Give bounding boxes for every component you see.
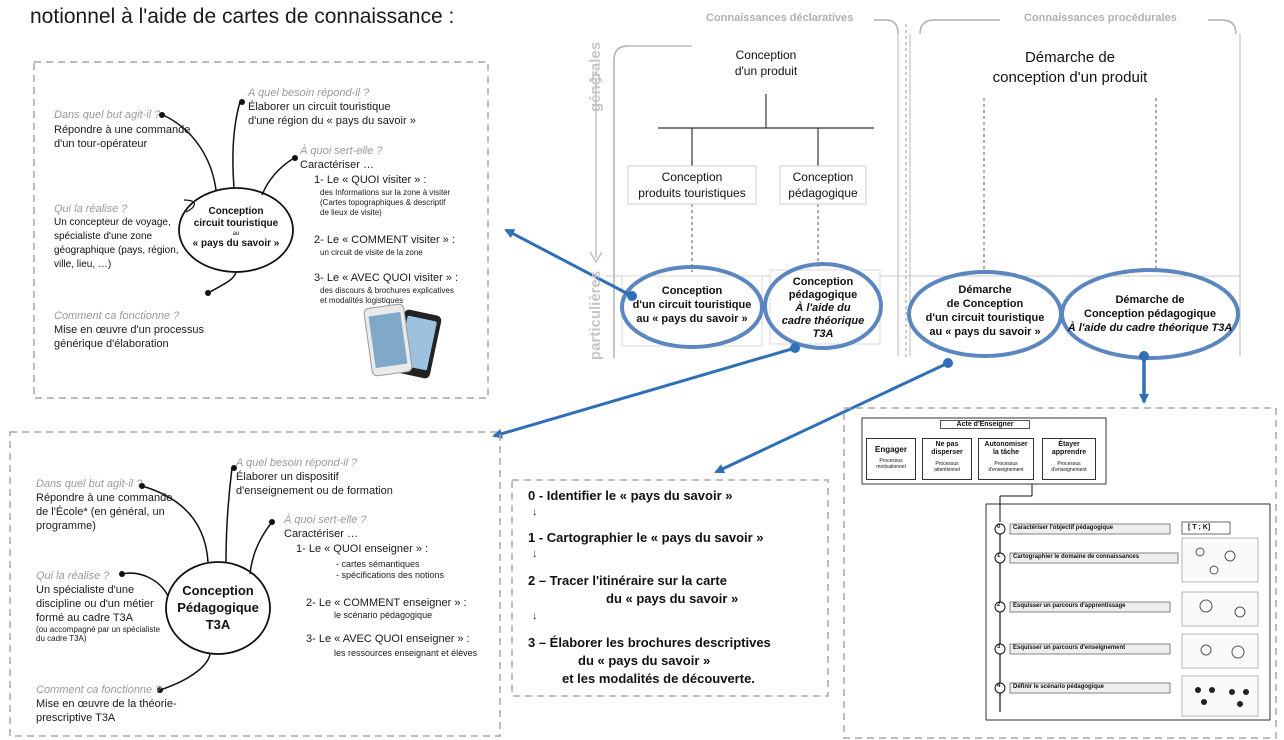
map2-center <box>165 561 271 655</box>
header-procedural: Connaissances procédurales <box>1024 12 1177 24</box>
map1-s2-desc: un circuit de visite de la zone <box>320 248 423 257</box>
map1-s1: 1- Le « QUOI visiter » : <box>314 174 427 186</box>
step-2b: du « pays du savoir » <box>606 591 739 606</box>
map2-a-use: Caractériser … <box>284 528 358 540</box>
t3a-step-1: Cartographier le domaine de connaissance… <box>1013 554 1140 560</box>
map2-s1-desc: - cartes sémantiques- spécifications des… <box>336 559 445 580</box>
t3a-step-num-4: 4 <box>997 683 1001 689</box>
t3a-step-num-0: 0 <box>997 524 1001 530</box>
step-arrow-1: ↓ <box>532 548 538 560</box>
step-2: 2 – Tracer l'itinéraire sur la carte <box>528 573 727 588</box>
bracket-declarative <box>613 45 629 358</box>
t3a-step-2: Esquisser un parcours d'apprentissage <box>1013 603 1126 609</box>
t3a-box-scaffold: Étayer apprendre Processus d'enseignemen… <box>1042 438 1096 480</box>
t3a-step-num-1: 1 <box>997 553 1001 559</box>
header-declarative: Connaissances déclaratives <box>706 12 854 24</box>
map2-q-goal: Dans quel but agit-il ? <box>36 478 143 490</box>
step-arrow-0: ↓ <box>532 506 538 518</box>
map1-q-need: A quel besoin répond-il ? <box>248 87 370 99</box>
intro-text: notionnel à l'aide de cartes de connaiss… <box>30 5 455 28</box>
map1-q-use: À quoi sert-elle ? <box>300 145 383 157</box>
t3a-tk: [ T ; K] <box>1188 524 1211 531</box>
map2-q-need: A quel besoin répond-il ? <box>236 457 358 469</box>
t3a-box-autonomy: Autonomiser la tâche Processus d'enseign… <box>978 438 1034 480</box>
map2-q-who: Qui la réalise ? <box>36 570 110 582</box>
map2-s2: 2- Le « COMMENT enseigner » : <box>306 597 467 609</box>
map2-s3-desc: les ressources enseignant et élèves <box>334 648 478 658</box>
step-1: 1 - Cartographier le « pays du savoir » <box>528 530 764 545</box>
map1-s1-desc: des Informations sur la zone à visiter(C… <box>320 188 451 217</box>
map1-q-goal: Dans quel but agit-il ? <box>54 109 161 121</box>
map1-a-use: Caractériser … <box>300 159 374 171</box>
step-0: 0 - Identifier le « pays du savoir » <box>528 488 733 503</box>
step-3b: du « pays du savoir » <box>578 653 711 668</box>
map1-q-how: Comment ca fonctionne ? <box>54 310 180 322</box>
map2-q-use: À quoi sert-elle ? <box>284 514 367 526</box>
map1-a-who: Un concepteur de voyage,spécialiste d'un… <box>54 217 179 270</box>
map1-q-who: Qui la réalise ? <box>54 203 128 215</box>
t3a-title: Acte d'Enseigner <box>940 420 1030 429</box>
map2-s2-desc: le scénario pédagogique <box>334 610 433 620</box>
axis-label-particular: particulières <box>587 270 604 360</box>
map1-s3: 3- Le « AVEC QUOI visiter » : <box>314 272 459 284</box>
map2-q-how: Comment ca fonctionne ? <box>36 684 162 696</box>
axis-label-general: générales <box>587 41 604 112</box>
ellipse-proc-right <box>1060 268 1240 360</box>
t3a-step-num-2: 2 <box>997 602 1001 608</box>
step-arrow-2: ↓ <box>532 610 538 622</box>
map2-s3: 3- Le « AVEC QUOI enseigner » : <box>306 633 470 645</box>
step-3: 3 – Élaborer les brochures descriptives <box>528 635 771 650</box>
t3a-step-num-3: 3 <box>997 644 1001 650</box>
map2-a-how: Mise en œuvre de la théorie-prescriptive… <box>36 698 177 724</box>
t3a-step-3: Esquisser un parcours d'enseignement <box>1013 645 1126 651</box>
t3a-step-4: Définir le scénario pédagogique <box>1013 684 1105 690</box>
map2-s1: 1- Le « QUOI enseigner » : <box>296 543 429 555</box>
ellipse-leaf-right <box>763 262 883 350</box>
ellipse-leaf-left <box>620 265 764 349</box>
t3a-box-engage: Engager Processus motivationnel <box>866 438 916 480</box>
t3a-box-focus: Ne pas disperser Processus attentionnel <box>922 438 972 480</box>
map1-s2: 2- Le « COMMENT visiter » : <box>314 234 455 246</box>
phones-image <box>363 303 442 379</box>
t3a-step-0: Caractériser l'objectif pédagogique <box>1013 525 1114 531</box>
step-3c: et les modalités de découverte. <box>562 671 755 686</box>
